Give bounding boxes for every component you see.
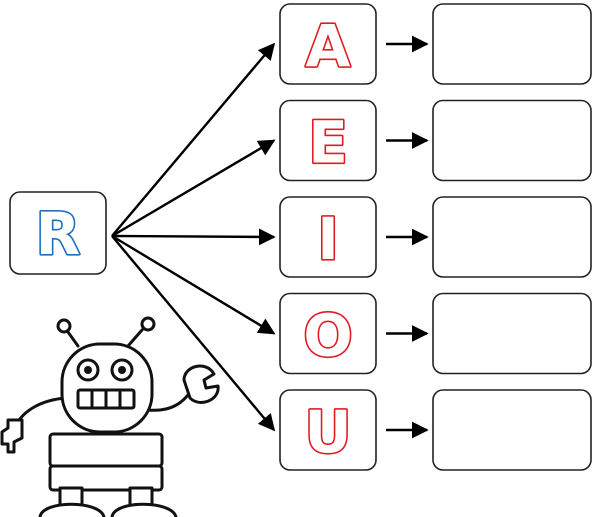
answer-box[interactable] <box>432 292 592 375</box>
answer-box[interactable] <box>432 389 592 471</box>
vowel-row: U <box>279 389 592 471</box>
answer-box[interactable] <box>432 3 592 85</box>
vowel-letter: E <box>308 109 348 177</box>
vowel-letter: A <box>306 12 351 80</box>
vowel-letter: U <box>304 398 351 466</box>
fan-arrow-icon <box>111 139 276 238</box>
answer-box[interactable] <box>432 196 592 278</box>
source-letter: R <box>36 200 81 268</box>
vowel-letter: O <box>303 302 352 370</box>
vowel-letter: I <box>317 205 339 273</box>
answer-box[interactable] <box>432 99 592 182</box>
vowel-box <box>279 196 377 278</box>
robot-icon <box>0 316 220 517</box>
vowel-box <box>279 3 377 85</box>
fan-arrow-icon <box>111 228 276 246</box>
fan-arrows <box>111 42 276 432</box>
fan-arrow-icon <box>111 42 276 237</box>
vowel-box <box>279 99 377 182</box>
vowel-row: O <box>279 292 592 375</box>
fan-arrow-icon <box>111 235 276 432</box>
fan-arrow-icon <box>111 234 276 335</box>
vowel-box <box>279 292 377 375</box>
vowel-box <box>279 389 377 471</box>
vowel-row: A <box>279 3 592 85</box>
vowel-row: I <box>279 196 592 278</box>
vowel-row: E <box>279 99 592 182</box>
source-letter-box: R <box>9 191 107 275</box>
